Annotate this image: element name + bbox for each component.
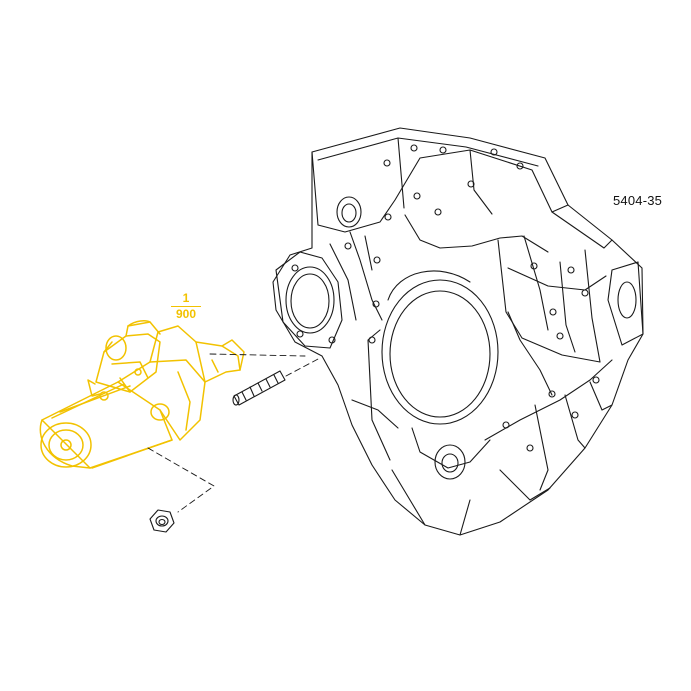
- starter-motor: [39, 320, 245, 469]
- callout-numerator: 1: [182, 291, 190, 305]
- callout-fraction-bar: [171, 306, 201, 307]
- leader-lines: [147, 353, 321, 513]
- part-callout: 1 900: [166, 292, 206, 321]
- flange-nut: [149, 509, 175, 533]
- stud-bolt: [232, 370, 286, 406]
- callout-denominator: 900: [175, 307, 197, 321]
- figure-reference-code: 5404-35: [613, 193, 663, 208]
- flywheel-housing: [272, 127, 644, 536]
